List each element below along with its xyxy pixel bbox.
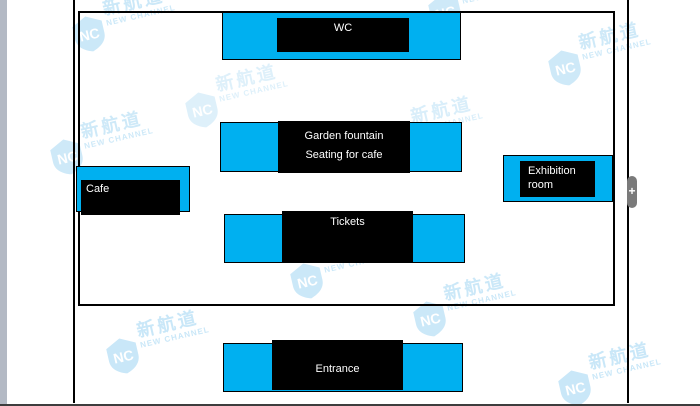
frame-line-left — [73, 0, 75, 403]
tickets-label: Tickets — [330, 216, 365, 228]
watermark-text: 新航道 NEW CHANNEL — [587, 338, 663, 383]
scrollbar-track[interactable] — [0, 0, 5, 406]
watermark-monogram: NC — [419, 310, 442, 330]
plus-handle-button[interactable]: + — [627, 176, 637, 208]
cafe-label: Cafe — [86, 183, 110, 195]
watermark-monogram: NC — [112, 347, 135, 367]
garden-label-box: Garden fountain Seating for cafe — [278, 121, 410, 173]
watermark: NC 新航道 NEW CHANNEL — [101, 304, 224, 388]
window-bottom-border — [0, 404, 700, 406]
wc-label: WC — [333, 22, 353, 34]
exhibition-label-line2: room — [528, 179, 554, 191]
tickets-label-box: Tickets — [282, 211, 413, 262]
watermark-monogram: NC — [56, 148, 79, 168]
exhibition-label-box: Exhibition room — [520, 161, 595, 197]
watermark-monogram: NC — [564, 379, 587, 399]
nc-shield-icon: NC — [558, 370, 591, 406]
watermark: NC 新航道 NEW CHANNEL — [553, 336, 676, 406]
nc-shield-icon: NC — [106, 338, 139, 374]
entrance-label-box: Entrance — [272, 340, 403, 390]
watermark-brand-en: NEW CHANNEL — [139, 325, 211, 350]
garden-fountain-label: Garden fountain — [304, 130, 384, 142]
wc-label-box: WC — [277, 18, 409, 52]
seating-for-cafe-label: Seating for cafe — [305, 149, 383, 161]
watermark-brand-cn: 新航道 — [134, 307, 201, 341]
watermark-text: 新航道 NEW CHANNEL — [457, 0, 533, 7]
watermark-brand-cn: 新航道 — [586, 339, 653, 373]
watermark-brand-en: NEW CHANNEL — [461, 0, 532, 7]
exhibition-label-line1: Exhibition — [528, 165, 576, 177]
entrance-label: Entrance — [315, 363, 360, 375]
watermark-text: 新航道 NEW CHANNEL — [135, 306, 211, 351]
cafe-label-box: Cafe — [81, 180, 180, 215]
